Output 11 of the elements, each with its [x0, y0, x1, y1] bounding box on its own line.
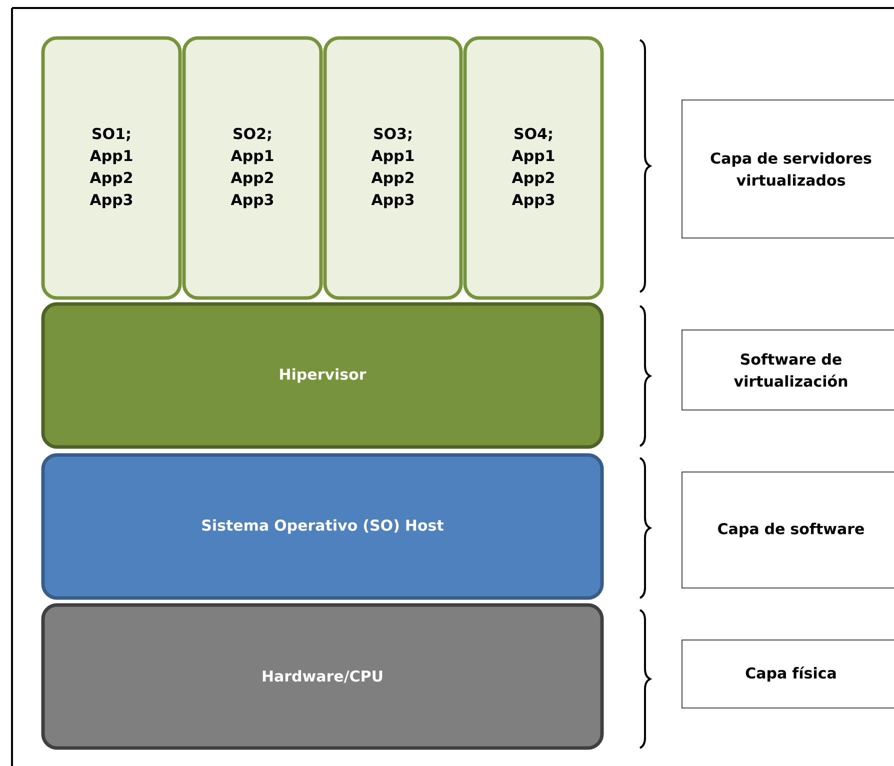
process-box: SO4; App1 App2 App3	[463, 36, 604, 300]
layer-box: Hipervisor	[41, 302, 604, 449]
layer-box: Hardware/CPU	[41, 603, 604, 750]
layer-box: Sistema Operativo (SO) Host	[41, 453, 604, 600]
label-box: Capa de servidores virtualizados	[682, 100, 894, 238]
process-box: SO3; App1 App2 App3	[323, 36, 463, 300]
label-box: Capa de software	[682, 472, 894, 588]
label-box: Software de virtualización	[682, 330, 894, 410]
process-box: SO1; App1 App2 App3	[41, 36, 182, 300]
process-box: SO2; App1 App2 App3	[182, 36, 323, 300]
label-box: Capa física	[682, 640, 894, 708]
